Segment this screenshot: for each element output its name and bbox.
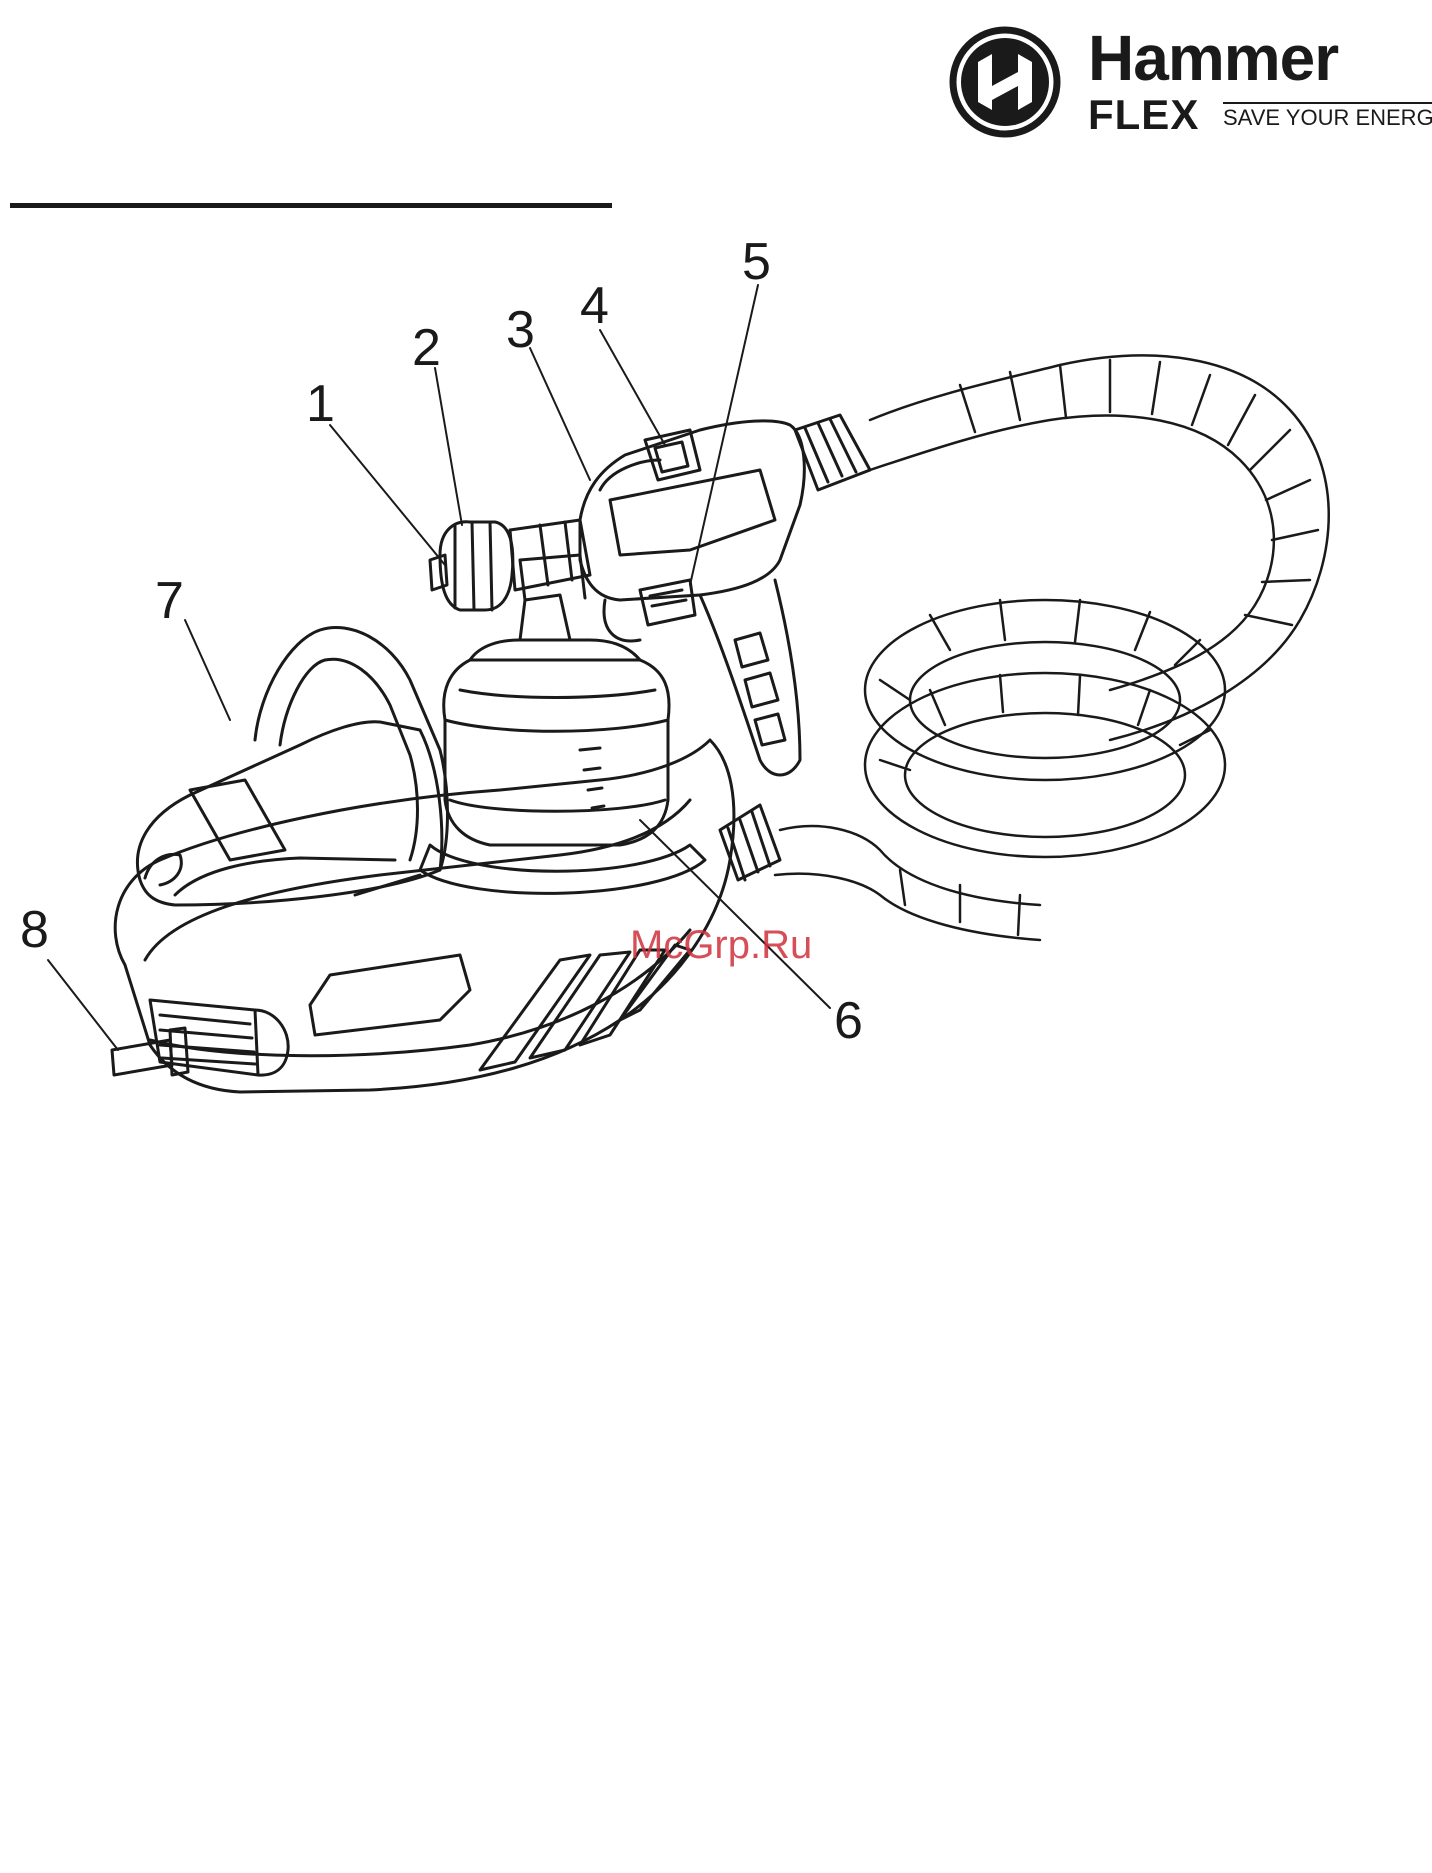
watermark-text: McGrp.Ru — [630, 925, 812, 965]
callout-3: 3 — [506, 304, 535, 356]
callout-4: 4 — [580, 280, 609, 332]
callout-1: 1 — [306, 378, 335, 430]
brand-name-bottom: FLEX — [1088, 94, 1199, 136]
brand-logo: Hammer FLEX SAVE YOUR ENERGY — [948, 24, 1418, 140]
callout-5: 5 — [742, 236, 771, 288]
brand-tagline: SAVE YOUR ENERGY — [1223, 102, 1432, 131]
callout-6: 6 — [834, 995, 863, 1047]
callout-2: 2 — [412, 322, 441, 374]
callout-8: 8 — [20, 904, 49, 956]
brand-name-top: Hammer — [1088, 26, 1338, 90]
filter-cover — [137, 627, 447, 905]
spray-gun-diagram — [0, 220, 1432, 1140]
header-rule — [10, 203, 612, 208]
callout-7: 7 — [155, 575, 184, 627]
hammer-emblem-icon — [948, 24, 1062, 140]
spray-gun — [430, 415, 870, 775]
air-hose — [775, 355, 1329, 940]
